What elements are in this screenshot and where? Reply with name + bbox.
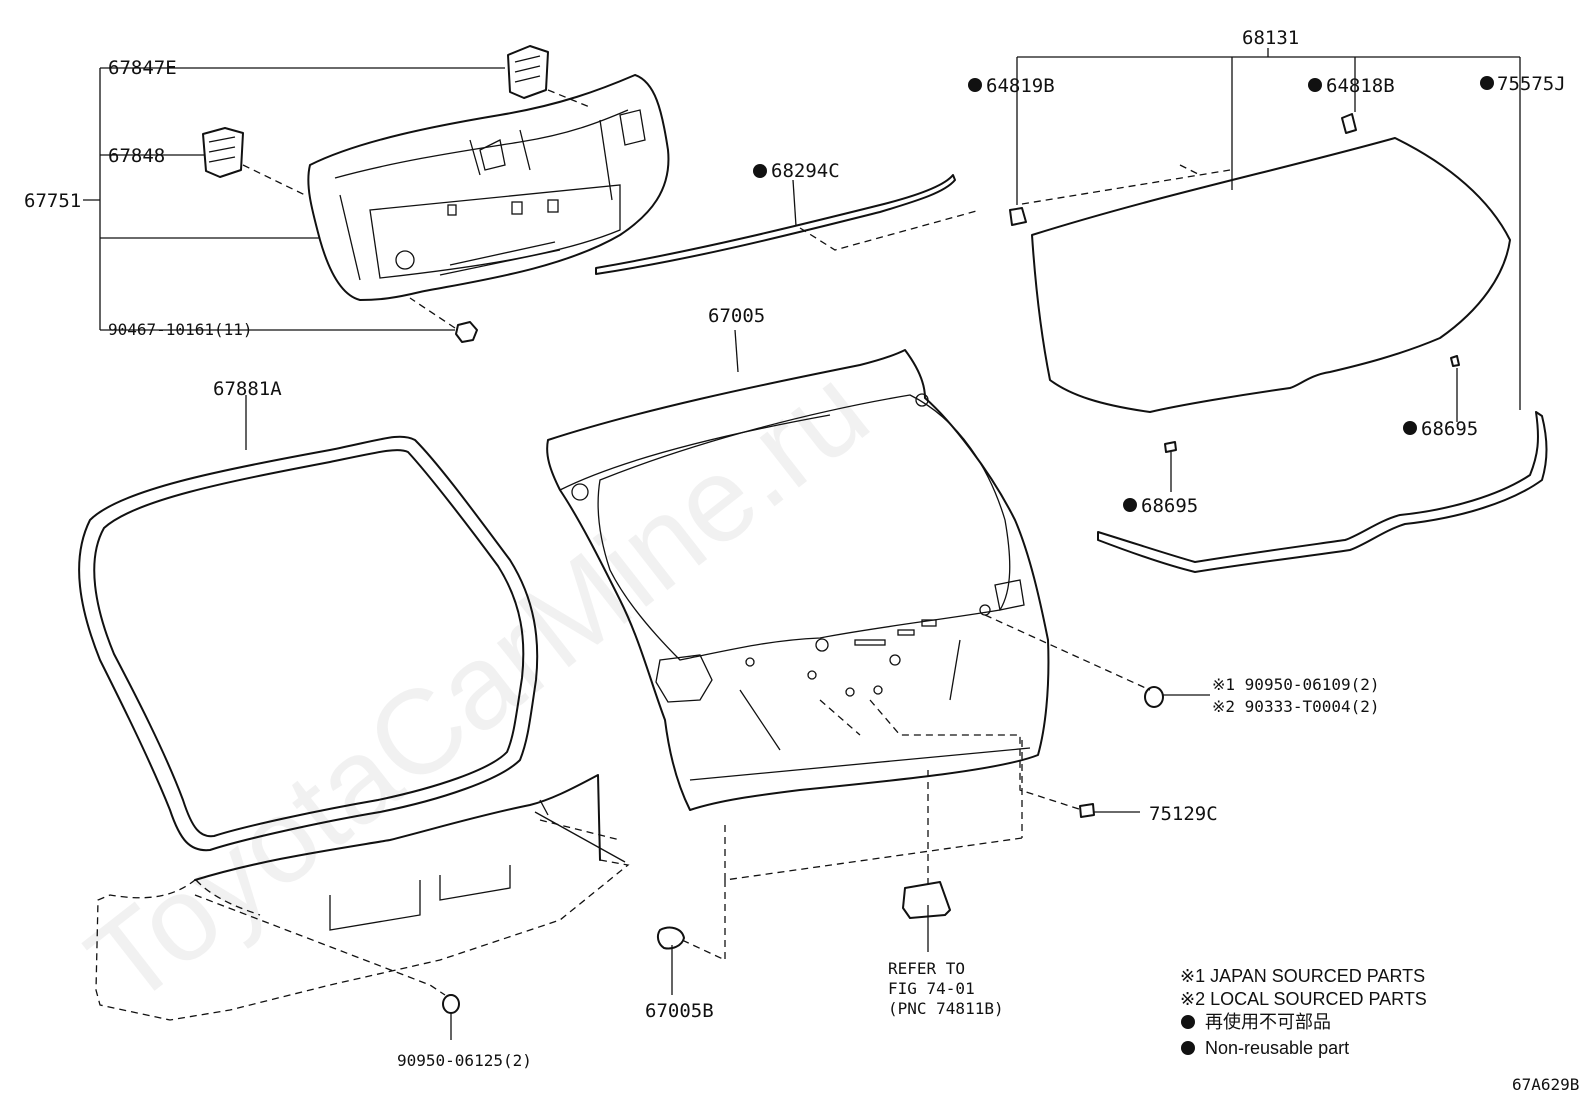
non-reusable-dot-64818B [1308, 78, 1322, 92]
label-67848: 67848 [108, 145, 165, 167]
label-90467-10161: 90467-10161(11) [108, 320, 253, 339]
clip-67847E [507, 45, 549, 99]
spacer-68695-b [1164, 441, 1177, 453]
legend-dot-jp [1181, 1015, 1195, 1029]
refer-line-3: (PNC 74811B) [888, 999, 1004, 1018]
non-reusable-dot-64819B [968, 78, 982, 92]
clip-67848 [202, 127, 244, 178]
legend-non-reusable-jp: 再使用不可部品 [1205, 1012, 1331, 1032]
label-68695-a: 68695 [1421, 418, 1478, 440]
label-64818B: 64818B [1326, 75, 1395, 97]
label-75129C: 75129C [1149, 803, 1218, 825]
non-reusable-dot-68695-b [1123, 498, 1137, 512]
plug-90950-06125 [442, 994, 460, 1014]
moulding-68294C [595, 174, 956, 275]
label-90333-T0004: ※2 90333-T0004(2) [1212, 697, 1380, 716]
moulding-75575J [1097, 411, 1548, 573]
trim-panel-67751 [307, 74, 670, 301]
handle-74811B [902, 881, 951, 919]
label-64819B: 64819B [986, 75, 1055, 97]
refer-line-2: FIG 74-01 [888, 979, 975, 998]
label-90950-06109: ※1 90950-06109(2) [1212, 675, 1380, 694]
refer-line-1: REFER TO [888, 959, 965, 978]
bracket-64818B [1341, 113, 1357, 134]
figure-code: 67A629B [1512, 1075, 1579, 1094]
legend: ※1 JAPAN SOURCED PARTS ※2 LOCAL SOURCED … [1180, 966, 1427, 1058]
plug-90950-06109 [1144, 686, 1164, 708]
lower-trim [95, 774, 630, 1021]
back-door-67005 [546, 349, 1050, 811]
legend-local: ※2 LOCAL SOURCED PARTS [1180, 989, 1427, 1009]
non-reusable-dot-68695-a [1403, 421, 1417, 435]
back-glass-68131 [1031, 137, 1511, 413]
label-68294C: 68294C [771, 160, 840, 182]
clip-90467 [455, 321, 478, 343]
cushion-75129C [1079, 803, 1095, 818]
label-67847E: 67847E [108, 57, 177, 79]
stay-67005B [656, 926, 685, 950]
label-67881A: 67881A [213, 378, 282, 400]
non-reusable-dot-68294C [753, 164, 767, 178]
legend-japan: ※1 JAPAN SOURCED PARTS [1180, 966, 1425, 986]
legend-non-reusable-en: Non-reusable part [1205, 1038, 1349, 1058]
label-68695-b: 68695 [1141, 495, 1198, 517]
bracket-64819B [1009, 207, 1027, 226]
non-reusable-dot-75575J [1480, 76, 1494, 90]
label-67751: 67751 [24, 190, 81, 212]
label-75575J: 75575J [1497, 73, 1566, 95]
label-68131: 68131 [1242, 27, 1299, 49]
label-90950-06125: 90950-06125(2) [397, 1051, 532, 1070]
label-67005: 67005 [708, 305, 765, 327]
watermark: ToyotaCarMine.ru [64, 342, 893, 1031]
spacer-68695-a [1450, 355, 1460, 367]
weatherstrip-67881A [78, 435, 539, 852]
label-67005B: 67005B [645, 1000, 714, 1022]
legend-dot-en [1181, 1041, 1195, 1055]
